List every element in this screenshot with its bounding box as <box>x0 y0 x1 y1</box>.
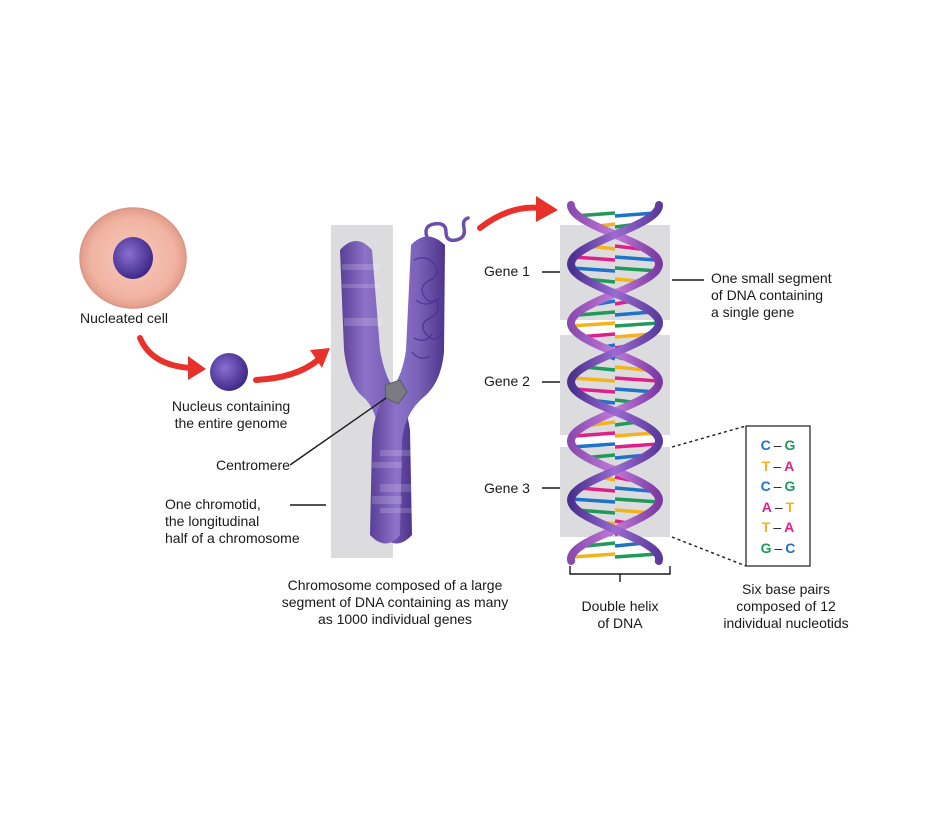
base-pair-rung <box>571 442 616 449</box>
base-pair-rung <box>572 552 616 559</box>
base-pair-rung <box>570 497 616 504</box>
base-right: T <box>785 498 795 515</box>
base-left: A <box>761 498 772 515</box>
base-left: C <box>760 478 771 494</box>
nucleated-cell <box>79 207 187 309</box>
leader-lines <box>289 271 747 582</box>
segment-label-line-2: of DNA containing <box>711 287 824 303</box>
helix-caption-line-1: Double helix <box>581 598 659 614</box>
base-pair-rung <box>614 376 659 383</box>
gene3-label: Gene 3 <box>484 480 530 496</box>
base-right: G <box>784 478 796 494</box>
nucleus-label: Nucleus containing the entire genome <box>156 398 306 432</box>
nucleus-label-line-1: Nucleus containing <box>171 398 291 414</box>
chromosome-caption-line-3: as 1000 individual genes <box>317 611 473 627</box>
base-right: C <box>785 539 796 556</box>
chromatid-label-line-3: half of a chromosome <box>165 530 300 546</box>
centromere-label: Centromere <box>216 457 290 473</box>
base-pair-rung <box>571 376 616 383</box>
dna-double-helix <box>566 201 664 565</box>
arrow-nucleus-to-chromosome <box>253 348 330 383</box>
base-pair-row: G–C <box>746 539 810 557</box>
base-pairs-caption-line-3: individual nucleotids <box>723 615 849 631</box>
base-right: A <box>784 519 795 535</box>
dna-strand-back <box>566 201 663 565</box>
bond-dash: – <box>773 437 782 453</box>
segment-label: One small segment of DNA containing a si… <box>711 270 832 321</box>
bond-dash: – <box>773 478 782 494</box>
base-right: G <box>784 437 796 453</box>
base-pairs-caption: Six base pairs composed of 12 individual… <box>706 581 866 632</box>
base-pair-rung <box>614 321 660 328</box>
base-pair-rung <box>573 387 616 394</box>
chromosome-caption: Chromosome composed of a large segment o… <box>255 577 535 628</box>
base-pairs-caption-line-2: composed of 12 <box>736 598 836 614</box>
base-pair-rung <box>614 431 656 438</box>
base-left: G <box>760 539 772 556</box>
bond-dash: – <box>774 539 783 556</box>
base-pairs-caption-line-1: Six base pairs <box>742 581 830 597</box>
gene1-label: Gene 1 <box>484 263 530 279</box>
base-pair-rung <box>574 431 616 438</box>
base-pair-rung <box>578 310 616 317</box>
chromosome-caption-line-1: Chromosome composed of a large <box>287 577 503 593</box>
base-pair-row: C–G <box>746 436 810 454</box>
base-pair-rung <box>614 244 641 251</box>
chromatid-label-line-2: the longitudinal <box>165 513 260 529</box>
nucleus-label-line-2: the entire genome <box>174 415 288 431</box>
segment-label-line-3: a single gene <box>711 304 795 320</box>
base-left: C <box>760 437 771 453</box>
arrow-cell-to-nucleus <box>137 335 206 380</box>
base-pair-rung <box>614 442 659 449</box>
bond-dash: – <box>774 498 783 515</box>
base-pair-row: T–A <box>746 518 810 536</box>
base-pair-rung <box>585 541 616 548</box>
base-pair-row: C–G <box>746 477 810 495</box>
base-pair-rung <box>570 321 616 328</box>
base-pair-rung <box>614 365 646 372</box>
base-pair-rung <box>614 255 657 262</box>
base-left: T <box>761 519 771 535</box>
base-pairs-box <box>745 425 811 567</box>
base-right: A <box>784 457 795 474</box>
base-pair-rung <box>614 552 658 559</box>
base-pair-rung <box>573 255 616 262</box>
helix-caption: Double helix of DNA <box>560 598 680 632</box>
base-pair-rung <box>614 497 660 504</box>
nucleus <box>210 353 248 391</box>
chromatid-label: One chromotid, the longitudinal half of … <box>165 496 300 547</box>
base-pair-rung <box>614 486 651 493</box>
chromosome <box>340 216 470 544</box>
helix-caption-line-2: of DNA <box>597 615 643 631</box>
arrow-chromosome-to-dna <box>477 196 558 231</box>
base-pair-row: T–A <box>746 457 810 475</box>
bond-dash: – <box>773 457 782 474</box>
segment-label-line-1: One small segment <box>711 270 832 286</box>
bond-dash: – <box>773 519 782 535</box>
gene2-label: Gene 2 <box>484 373 530 389</box>
nucleated-cell-label: Nucleated cell <box>80 310 168 326</box>
chromatid-label-line-1: One chromotid, <box>165 496 261 512</box>
dna-strand-front <box>567 201 664 565</box>
base-pair-row: A–T <box>746 498 810 516</box>
chromosome-caption-line-2: segment of DNA containing as many <box>281 594 509 610</box>
base-left: T <box>761 457 771 474</box>
base-pair-rung <box>571 266 616 273</box>
